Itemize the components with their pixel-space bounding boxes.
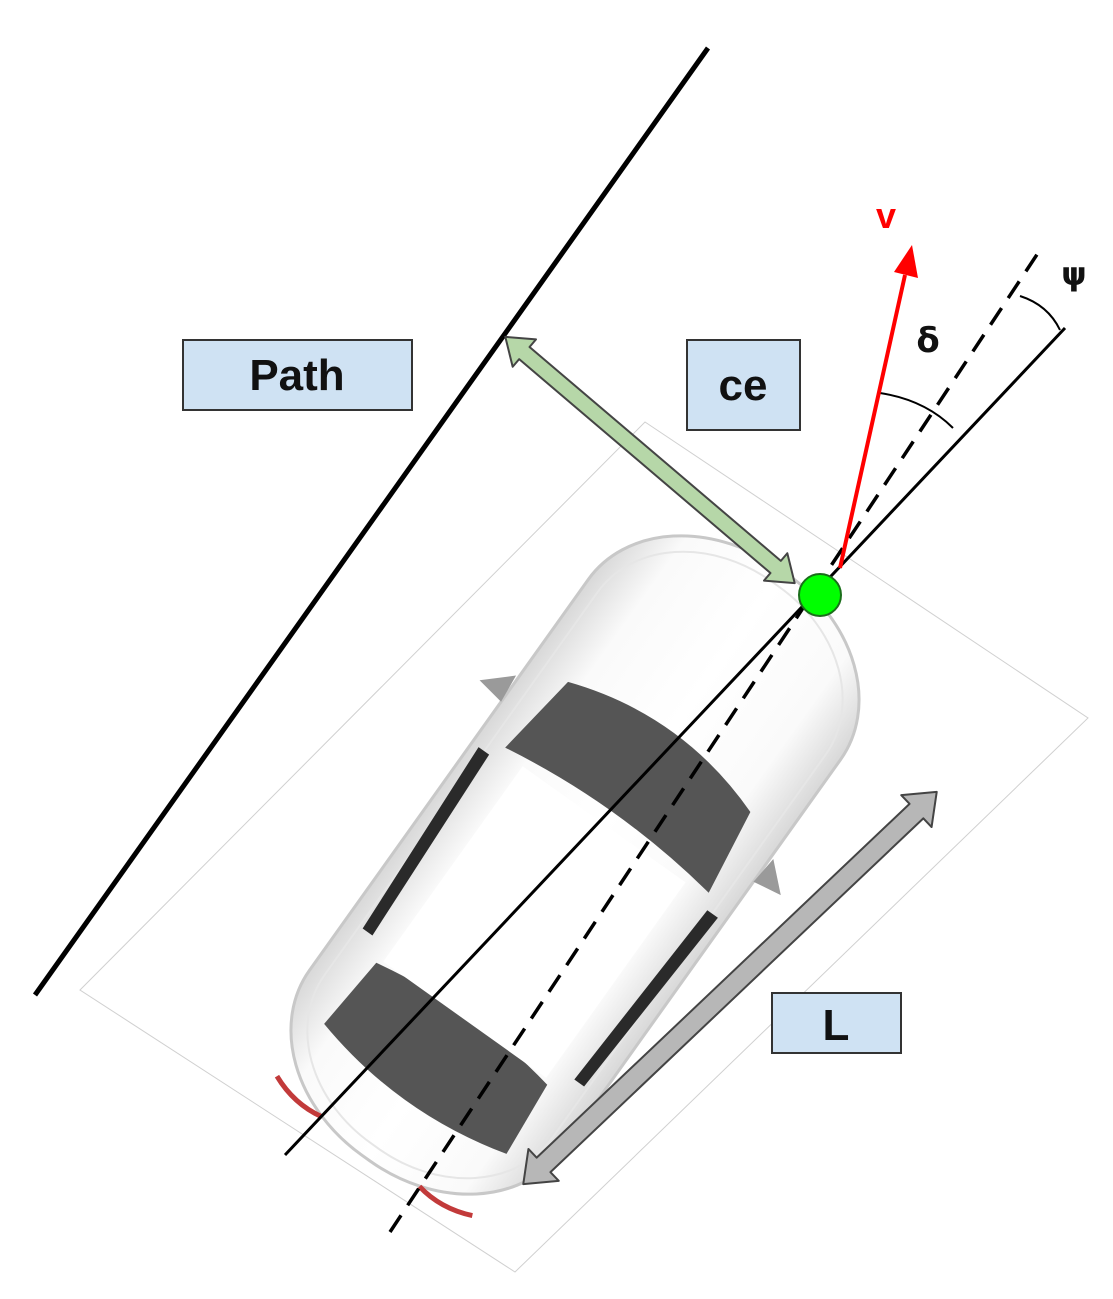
car-side-window-left	[362, 747, 490, 936]
velocity-arrow-head	[894, 245, 918, 278]
car-mirror-left	[479, 675, 517, 702]
car-windshield	[505, 681, 751, 893]
car-roof	[383, 766, 686, 1078]
car-tail-light-right	[417, 1184, 473, 1218]
front-axle-point	[798, 573, 842, 617]
velocity-arrow	[838, 245, 918, 569]
heading-dashed-line	[388, 249, 1042, 1233]
car-mirror-right	[753, 859, 781, 896]
image-frame	[79, 421, 1089, 1273]
length-label-box: L	[771, 992, 902, 1054]
path-line	[32, 46, 711, 997]
path-label: Path	[249, 351, 344, 400]
car-side-window-right	[574, 910, 718, 1087]
psi-angle-arc	[1019, 295, 1061, 331]
delta-angle-arc	[879, 392, 954, 429]
length-label: L	[823, 1001, 850, 1050]
car-top-view-icon	[274, 534, 861, 1218]
ce-label-box: ce	[686, 339, 801, 431]
wheelbase-length-arrow	[522, 790, 938, 1186]
psi-label: ψ	[1061, 255, 1086, 293]
delta-label: δ	[916, 321, 939, 361]
velocity-arrow-shaft	[838, 274, 907, 569]
car-tail-light-left	[274, 1074, 323, 1120]
ce-label: ce	[719, 361, 768, 410]
velocity-label: v	[876, 195, 896, 236]
vehicle-centerline	[283, 326, 1067, 1157]
cross-track-error-arrow	[504, 335, 796, 585]
path-label-box: Path	[182, 339, 413, 411]
car-rear-window	[324, 962, 548, 1154]
